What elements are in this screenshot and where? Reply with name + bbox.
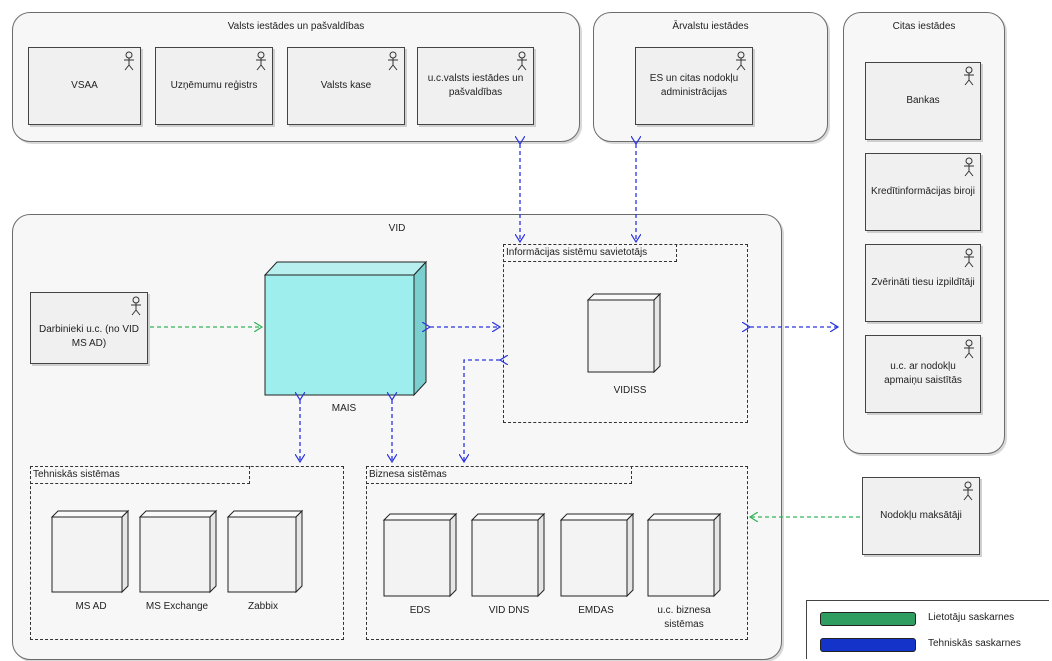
- actor-kredit-label: Kredītinformācijas biroji: [871, 186, 975, 197]
- node-viddns-label: VID DNS: [488, 605, 530, 616]
- group-citas-title: Citas iestādes: [892, 21, 956, 32]
- node-eds-label: EDS: [409, 605, 431, 616]
- actor-darbinieki-label: Darbinieki u.c. (no VID MS AD): [38, 324, 140, 349]
- actor-bankas[interactable]: Bankas: [865, 62, 981, 140]
- actor-kase[interactable]: Valsts kase: [287, 47, 405, 125]
- actor-vsaa[interactable]: VSAA: [28, 47, 141, 125]
- actor-icon: [736, 51, 746, 71]
- actor-uznemumu[interactable]: Uzņēmumu reģistrs: [155, 47, 273, 125]
- node-zabbix[interactable]: [226, 509, 304, 594]
- actor-icon: [964, 339, 974, 359]
- legend-green-swatch: [820, 612, 916, 626]
- package-info: Informācijas sistēmu savietotājs: [503, 244, 748, 423]
- node-mais-label: MAIS: [331, 403, 357, 414]
- package-biznesa: Biznesa sistēmas: [366, 466, 748, 640]
- actor-icon: [964, 157, 974, 177]
- actor-uc-nodoklu-label: u.c. ar nodokļu apmaiņu saistītās: [884, 361, 962, 386]
- actor-zverinati-label: Zvērināti tiesu izpildītāji: [871, 277, 975, 288]
- node-emdas[interactable]: [559, 512, 635, 598]
- actor-es-label: ES un citas nodokļu administrācijas: [649, 73, 739, 98]
- actor-uc-nodoklu[interactable]: u.c. ar nodokļu apmaiņu saistītās: [865, 335, 981, 413]
- actor-icon: [388, 51, 398, 71]
- actor-icon: [964, 66, 974, 86]
- actor-bankas-label: Bankas: [906, 95, 940, 106]
- node-uc-biznesa-label: u.c. biznesa sistēmas: [657, 605, 711, 630]
- actor-icon: [964, 248, 974, 268]
- actor-maksataji[interactable]: Nodokļu maksātāji: [862, 477, 980, 555]
- package-tehniskas-title: Tehniskās sistēmas: [30, 466, 250, 484]
- node-exchange-label: MS Exchange: [145, 601, 209, 612]
- node-vidiss-label: VIDISS: [613, 385, 647, 396]
- legend-blue-label: Tehniskās saskarnes: [928, 638, 1021, 649]
- node-mais[interactable]: [263, 260, 428, 397]
- actor-uc-valsts-label: u.c.valsts iestādes un pašvaldības: [427, 73, 524, 98]
- node-msad-label: MS AD: [75, 601, 107, 612]
- actor-icon: [256, 51, 266, 71]
- package-biznesa-title: Biznesa sistēmas: [366, 466, 632, 484]
- node-msad[interactable]: [50, 509, 130, 594]
- actor-zverinati[interactable]: Zvērināti tiesu izpildītāji: [865, 244, 981, 322]
- group-valsts-title: Valsts iestādes un pašvaldības: [227, 21, 365, 32]
- node-uc-biznesa[interactable]: [646, 512, 722, 598]
- actor-uc-valsts[interactable]: u.c.valsts iestādes un pašvaldības: [417, 47, 534, 125]
- node-emdas-label: EMDAS: [578, 605, 614, 616]
- actor-icon: [517, 51, 527, 71]
- actor-vsaa-label: VSAA: [71, 80, 98, 91]
- legend-blue-swatch: [820, 638, 916, 652]
- legend-green-label: Lietotāju saskarnes: [928, 612, 1015, 623]
- actor-kase-label: Valsts kase: [320, 80, 372, 91]
- package-tehniskas: Tehniskās sistēmas: [30, 466, 344, 640]
- package-info-title: Informācijas sistēmu savietotājs: [503, 244, 677, 262]
- node-viddns[interactable]: [470, 512, 546, 598]
- group-vid-title: VID: [388, 223, 406, 234]
- group-arvalstu-title: Ārvalstu iestādes: [672, 21, 749, 32]
- node-vidiss[interactable]: [586, 292, 662, 374]
- actor-maksataji-label: Nodokļu maksātāji: [880, 510, 962, 521]
- node-exchange[interactable]: [138, 509, 218, 594]
- actor-icon: [131, 296, 141, 316]
- node-zabbix-label: Zabbix: [247, 601, 278, 612]
- actor-uznemumu-label: Uzņēmumu reģistrs: [170, 80, 258, 91]
- node-eds[interactable]: [382, 512, 458, 598]
- actor-kredit[interactable]: Kredītinformācijas biroji: [865, 153, 981, 231]
- actor-icon: [963, 481, 973, 501]
- actor-icon: [124, 51, 134, 71]
- conn-info-biznesa: [464, 360, 500, 462]
- actor-es[interactable]: ES un citas nodokļu administrācijas: [635, 47, 753, 125]
- actor-darbinieki[interactable]: Darbinieki u.c. (no VID MS AD): [30, 292, 148, 364]
